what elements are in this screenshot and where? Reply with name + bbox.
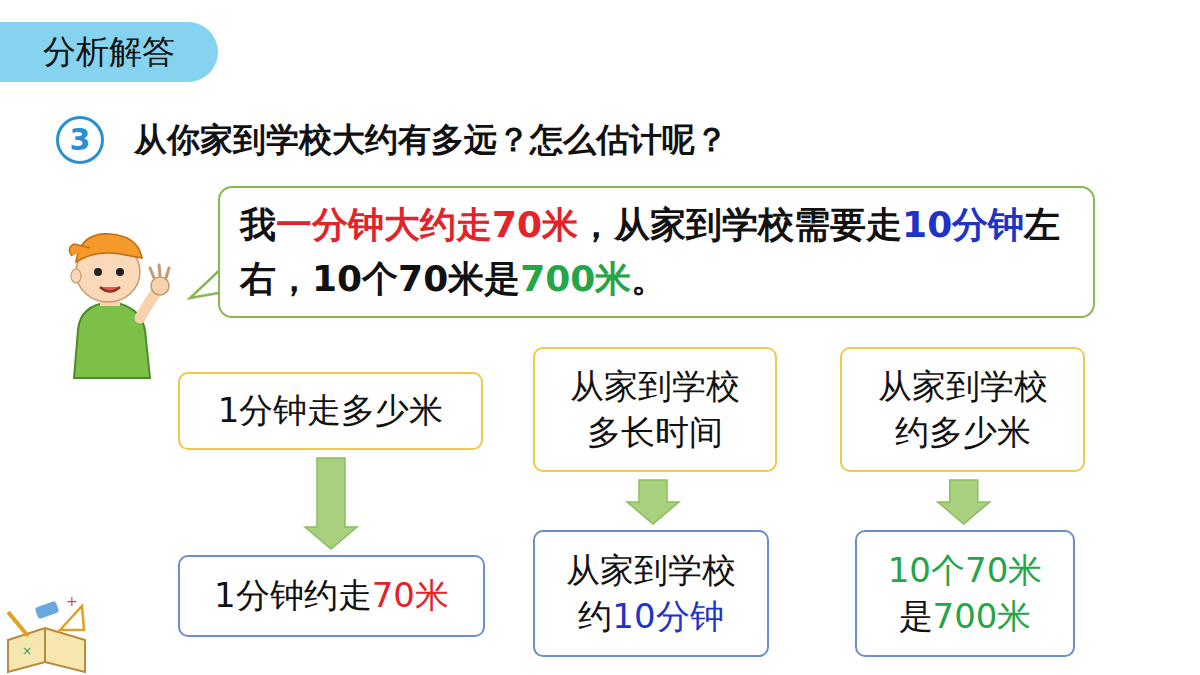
node-text: 一分钟大约走70米 <box>276 204 578 245</box>
question-text: 从你家到学校大约有多远？怎么估计呢？ <box>134 118 728 163</box>
question-box: 1分钟走多少米 <box>178 372 483 450</box>
node-text: 10分钟 <box>612 594 723 640</box>
block-arrow <box>627 480 679 524</box>
node-text: 我 <box>240 204 276 245</box>
question-box: 从家到学校 约多少米 <box>840 347 1085 472</box>
step-number: 3 <box>56 116 104 164</box>
block-arrow <box>938 480 990 524</box>
node-text: 。 <box>631 258 667 299</box>
node-text: 从家到学校 <box>545 548 757 594</box>
node-text: 从家到学校 约多少米 <box>852 364 1073 456</box>
node-text: 3 <box>70 120 91 161</box>
answer-box: 从家到学校约10分钟 <box>533 530 769 657</box>
node-text: 约 <box>578 594 612 640</box>
question-box: 从家到学校 多长时间 <box>533 347 777 472</box>
block-arrow <box>305 458 357 549</box>
svg-text:×: × <box>22 644 32 658</box>
node-text: 从家到学校 多长时间 <box>545 364 765 456</box>
title: 分析解答 <box>43 30 175 75</box>
node-text: 700米 <box>520 258 631 299</box>
node-text: 700米 <box>933 594 1032 640</box>
answer-box: 1分钟约走70米 <box>178 555 485 637</box>
node-text: 10分钟 <box>902 204 1024 245</box>
speech-bubble: 我一分钟大约走70米，从家到学校需要走10分钟左右，10个70米是700米。 <box>218 186 1095 318</box>
node-text: 70米 <box>372 573 449 619</box>
node-text: 1分钟约走 <box>214 573 372 619</box>
svg-text:+: + <box>66 593 78 609</box>
answer-box: 10个70米是700米 <box>855 530 1075 657</box>
node-text: 10个70米 <box>867 548 1063 594</box>
node-text: 1分钟走多少米 <box>218 388 444 434</box>
boy-figure <box>69 234 169 378</box>
book-icon: + × <box>8 593 85 672</box>
node-text: ，从家到学校需要走 <box>578 204 902 245</box>
node-text: 是 <box>899 594 933 640</box>
title-tab: 分析解答 <box>0 22 218 82</box>
